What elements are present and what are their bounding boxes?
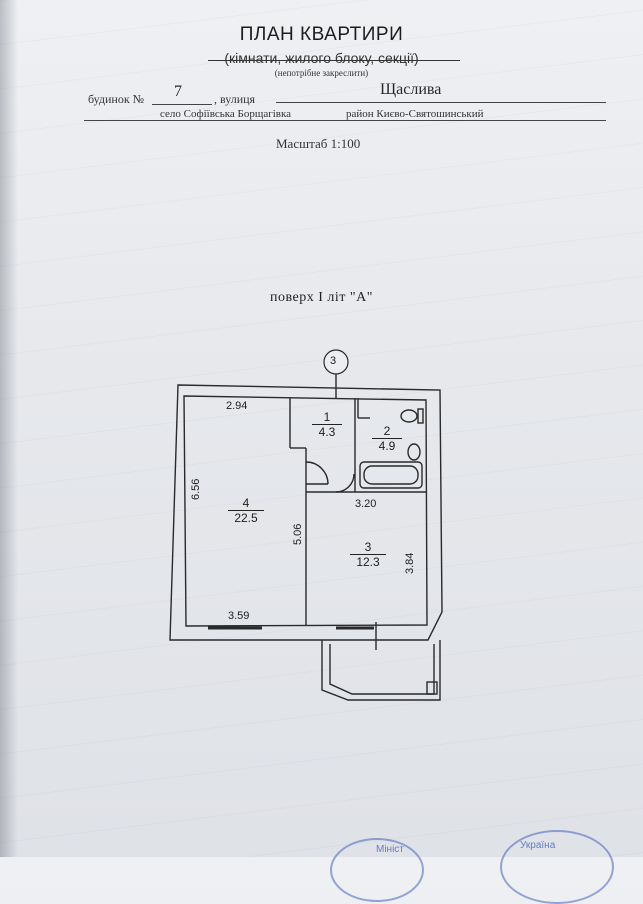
building-underline xyxy=(152,104,212,105)
room-1-number: 1 xyxy=(323,410,331,424)
document-subtitle: (кімнати, жилого блоку, секції) xyxy=(224,50,419,66)
room-4-label: 4 22.5 xyxy=(228,496,264,525)
strike-note: (непотрібне закреслити) xyxy=(274,68,369,78)
locality-underline xyxy=(84,120,606,121)
room-1-label: 1 4.3 xyxy=(312,410,342,439)
stamp-left-text: Мініст xyxy=(376,844,404,855)
village-name: село Софіївська Борщагівка xyxy=(160,108,292,120)
room-1-area: 4.3 xyxy=(312,424,342,439)
dim-inner-height: 5.06 xyxy=(292,523,304,545)
entrance-number: 3 xyxy=(330,355,337,367)
scale-label: Масштаб 1:100 xyxy=(276,136,361,151)
entrance-marker xyxy=(323,349,349,375)
dim-room3-height: 3.84 xyxy=(404,552,416,574)
room-2-number: 2 xyxy=(383,424,391,438)
official-stamp-right xyxy=(500,830,614,904)
page-edge-shadow xyxy=(0,0,18,857)
street-label: , вулиця xyxy=(214,92,256,106)
room-4-number: 4 xyxy=(242,496,250,510)
document-title: ПЛАН КВАРТИРИ xyxy=(239,24,404,45)
building-number: 7 xyxy=(174,83,182,100)
stamp-right-text: Україна xyxy=(520,840,556,851)
floor-plan xyxy=(169,349,443,701)
building-label: будинок № xyxy=(88,92,145,106)
room-2-area: 4.9 xyxy=(372,438,402,453)
room-2-label: 2 4.9 xyxy=(372,424,402,453)
dim-top-width: 2.94 xyxy=(226,400,248,412)
district-name: район Києво-Святошинський xyxy=(346,108,484,120)
dim-bottom-width: 3.59 xyxy=(228,610,250,622)
street-underline xyxy=(276,102,606,103)
room-3-label: 3 12.3 xyxy=(350,540,386,569)
room-3-area: 12.3 xyxy=(350,554,386,569)
dim-room3-width: 3.20 xyxy=(355,498,377,510)
subtitle-strikethrough xyxy=(208,60,460,62)
room-4-area: 22.5 xyxy=(228,510,264,525)
street-value: Щаслива xyxy=(380,81,442,98)
floor-label: поверх I літ "А" xyxy=(270,290,373,305)
room-3-number: 3 xyxy=(364,540,372,554)
dim-left-height: 6.56 xyxy=(190,478,202,500)
